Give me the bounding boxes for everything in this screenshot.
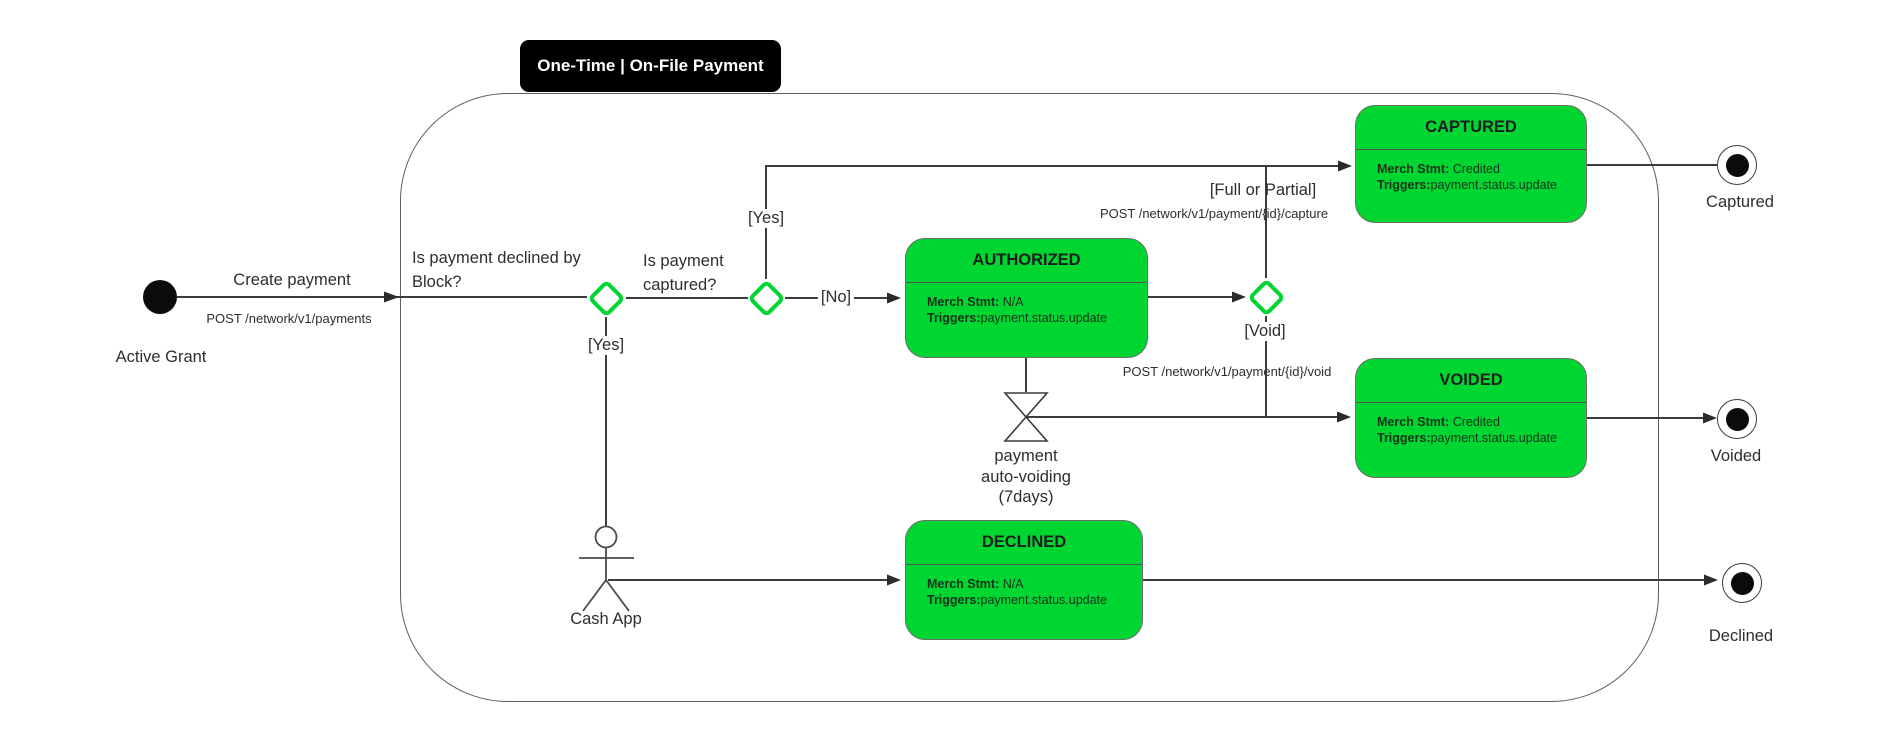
- state-authorized: AUTHORIZED Merch Stmt: N/A Triggers:paym…: [905, 238, 1148, 358]
- end-node-dot: [1725, 407, 1749, 431]
- arrowhead-declined: [887, 574, 901, 586]
- edge-label-no-captured: [No]: [817, 288, 855, 307]
- edge-label-yes-declined: [Yes]: [584, 336, 628, 355]
- merch-stmt-value: Credited: [1449, 415, 1500, 429]
- merch-stmt-line: Merch Stmt: N/A: [927, 294, 1137, 310]
- edge-endpoint-capture: POST /network/v1/payment/{id}/capture: [1099, 206, 1329, 221]
- merch-stmt-line: Merch Stmt: Credited: [1377, 414, 1576, 430]
- merch-stmt-label: Merch Stmt:: [1377, 162, 1450, 176]
- question-declined-by-block: Is payment declined by Block?: [412, 246, 581, 294]
- question-line2: captured?: [643, 276, 717, 294]
- end-node-declined: [1722, 563, 1762, 603]
- merch-stmt-label: Merch Stmt:: [927, 577, 1000, 591]
- diagram-title: One-Time | On-File Payment: [537, 56, 764, 75]
- state-body: Merch Stmt: N/A Triggers:payment.status.…: [906, 283, 1147, 326]
- end-label-declined: Declined: [1708, 627, 1774, 645]
- state-body: Merch Stmt: Credited Triggers:payment.st…: [1356, 150, 1586, 193]
- start-node-label: Active Grant: [115, 348, 207, 366]
- triggers-line: Triggers:payment.status.update: [1377, 177, 1576, 193]
- arrowhead-decision3: [1232, 291, 1246, 303]
- arrowhead-declined-end: [1704, 574, 1718, 586]
- question-is-captured: Is payment captured?: [643, 249, 724, 297]
- actor-cash-app-label: Cash App: [570, 610, 642, 628]
- triggers-label: Triggers:: [927, 593, 981, 607]
- state-declined: DECLINED Merch Stmt: N/A Triggers:paymen…: [905, 520, 1143, 640]
- actor-cash-app-icon: [579, 525, 634, 612]
- auto-void-timer-icon: [1003, 392, 1049, 442]
- end-node-captured: [1717, 145, 1757, 185]
- payment-flow-boundary: [400, 93, 1659, 702]
- timer-line1: payment: [994, 447, 1058, 465]
- merch-stmt-line: Merch Stmt: Credited: [1377, 161, 1576, 177]
- merch-stmt-value: Credited: [1449, 162, 1500, 176]
- merch-stmt-value: N/A: [999, 577, 1024, 591]
- end-node-voided: [1717, 399, 1757, 439]
- state-title: AUTHORIZED: [906, 239, 1147, 283]
- triggers-label: Triggers:: [1377, 431, 1431, 445]
- triggers-label: Triggers:: [927, 311, 981, 325]
- question-line2: Block?: [412, 273, 462, 291]
- end-node-dot: [1725, 153, 1749, 177]
- edge-label-yes-captured: [Yes]: [744, 209, 788, 228]
- triggers-value: payment.status.update: [980, 593, 1107, 607]
- arrowhead-authorized: [887, 292, 901, 304]
- arrowhead-voided: [1337, 411, 1351, 423]
- state-body: Merch Stmt: Credited Triggers:payment.st…: [1356, 403, 1586, 446]
- end-label-voided: Voided: [1710, 447, 1762, 465]
- question-line1: Is payment declined by: [412, 249, 581, 267]
- triggers-value: payment.status.update: [1430, 431, 1557, 445]
- state-title: CAPTURED: [1356, 106, 1586, 150]
- merch-stmt-label: Merch Stmt:: [927, 295, 1000, 309]
- arrowhead-captured: [1338, 160, 1352, 172]
- diagram-title-badge: One-Time | On-File Payment: [520, 40, 781, 92]
- edge-label-void: [Void]: [1241, 322, 1289, 341]
- triggers-value: payment.status.update: [980, 311, 1107, 325]
- auto-void-timer-label: payment auto-voiding (7days): [981, 446, 1071, 508]
- triggers-line: Triggers:payment.status.update: [927, 592, 1132, 608]
- edge-endpoint-void: POST /network/v1/payment/{id}/void: [1122, 364, 1332, 379]
- edge-label-create-payment: Create payment: [233, 271, 351, 289]
- end-node-dot: [1730, 571, 1754, 595]
- merch-stmt-label: Merch Stmt:: [1377, 415, 1450, 429]
- state-captured: CAPTURED Merch Stmt: Credited Triggers:p…: [1355, 105, 1587, 223]
- arrowhead-voided-end: [1703, 412, 1717, 424]
- edge-label-full-or-partial: [Full or Partial]: [1209, 181, 1317, 199]
- triggers-label: Triggers:: [1377, 178, 1431, 192]
- timer-line2: auto-voiding: [981, 467, 1071, 486]
- merch-stmt-value: N/A: [999, 295, 1024, 309]
- edge-captured-yes: [765, 165, 1338, 279]
- triggers-line: Triggers:payment.status.update: [927, 310, 1137, 326]
- arrowhead-create-payment: [384, 291, 399, 303]
- merch-stmt-line: Merch Stmt: N/A: [927, 576, 1132, 592]
- triggers-line: Triggers:payment.status.update: [1377, 430, 1576, 446]
- triggers-value: payment.status.update: [1430, 178, 1557, 192]
- question-line1: Is payment: [643, 252, 724, 270]
- state-voided: VOIDED Merch Stmt: Credited Triggers:pay…: [1355, 358, 1587, 478]
- start-node: [143, 280, 177, 314]
- edge-endpoint-create-payment: POST /network/v1/payments: [206, 311, 372, 326]
- timer-line3: (7days): [998, 488, 1054, 506]
- state-body: Merch Stmt: N/A Triggers:payment.status.…: [906, 565, 1142, 608]
- end-label-captured: Captured: [1706, 193, 1774, 211]
- state-title: DECLINED: [906, 521, 1142, 565]
- state-title: VOIDED: [1356, 359, 1586, 403]
